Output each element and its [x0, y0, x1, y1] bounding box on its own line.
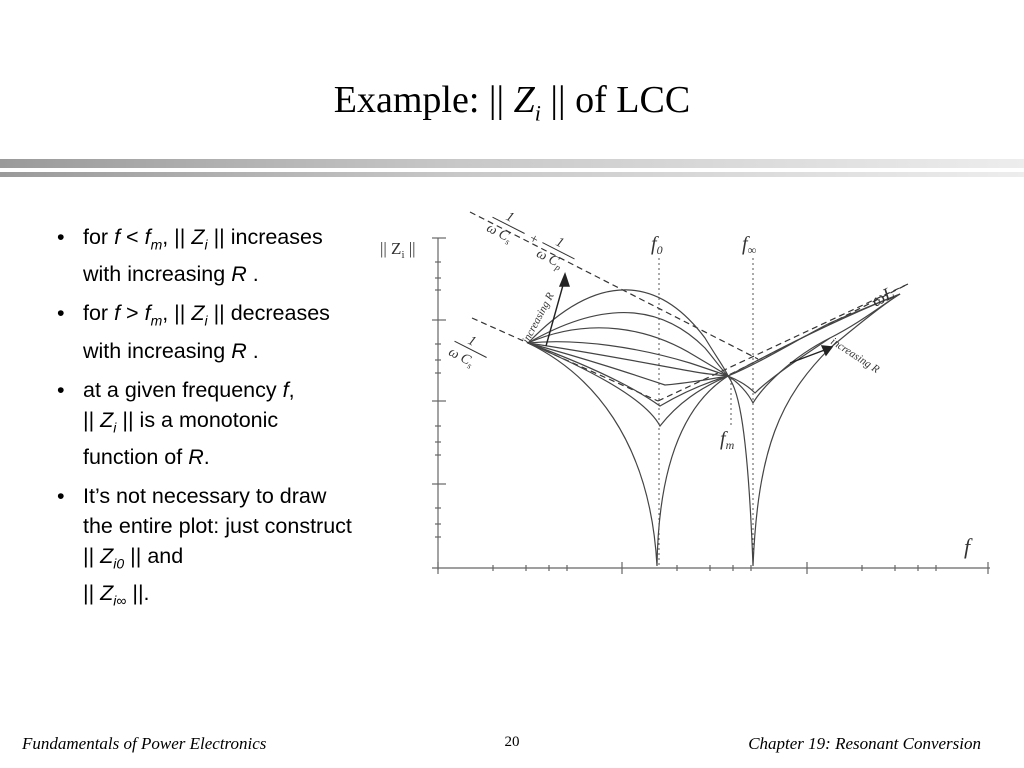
- asymptote-omega-l-lower: [657, 283, 909, 402]
- impedance-curve-r-min: [527, 293, 901, 567]
- bullet-list: • for f < fm, || Zi || increases with in…: [57, 222, 357, 624]
- slide-title: Example: || Zi || of LCC: [0, 78, 1024, 127]
- f0-label: f0: [651, 233, 663, 257]
- bullet-item: • It’s not necessary to draw the entire …: [57, 481, 357, 616]
- impedance-curve: [527, 327, 729, 377]
- arrowhead-icon: [558, 272, 570, 287]
- bullet-dot: •: [57, 377, 65, 402]
- asymptote-cs-cp: [469, 211, 759, 360]
- asymptote-plus: +: [527, 231, 541, 248]
- increasing-r-left-arrow: [545, 277, 566, 347]
- fraction-bar: [542, 242, 575, 260]
- page-number: 20: [504, 734, 520, 750]
- title-subscript: i: [534, 100, 541, 126]
- impedance-curve: [527, 342, 729, 377]
- footer-left: Fundamentals of Power Electronics: [22, 734, 267, 753]
- bullet-text: for f > fm, || Zi || decreases with incr…: [83, 301, 330, 363]
- title-prefix: Example: ||: [333, 79, 505, 121]
- y-axis-label: || Zi ||: [380, 239, 416, 261]
- impedance-curve: [527, 341, 729, 377]
- fm-label: fm: [720, 428, 735, 452]
- bullet-text: at a given frequency f,|| Zi || is a mon…: [83, 377, 295, 469]
- x-axis-label: f: [964, 534, 973, 559]
- title-divider-bottom: [0, 172, 1024, 177]
- arrowhead-icon: [820, 345, 834, 357]
- impedance-curve: [727, 293, 901, 405]
- bullet-dot: •: [57, 301, 65, 326]
- impedance-curve-r-max: [527, 289, 901, 567]
- bullet-dot: •: [57, 483, 65, 508]
- finf-label: f∞: [742, 233, 757, 257]
- asymptote-omega-l-label: ωL: [868, 282, 897, 310]
- bullet-item: • for f < fm, || Zi || increases with in…: [57, 222, 357, 289]
- title-suffix: || of LCC: [550, 79, 691, 121]
- impedance-curve: [527, 311, 729, 377]
- title-variable: Z: [513, 79, 535, 121]
- bullet-dot: •: [57, 225, 65, 249]
- impedance-curve: [727, 337, 831, 394]
- impedance-curve: [527, 342, 729, 407]
- fraction-bar: [454, 340, 487, 358]
- impedance-curve: [527, 342, 729, 386]
- impedance-curve: [527, 342, 729, 428]
- footer-right: Chapter 19: Resonant Conversion: [748, 734, 981, 753]
- bullet-item: • at a given frequency f,|| Zi || is a m…: [57, 375, 357, 472]
- bullet-item: • for f > fm, || Zi || decreases with in…: [57, 298, 357, 365]
- impedance-plot: || Zi || f f0 f∞ fm 1 ω Cs + 1 ω Cp: [380, 209, 990, 574]
- bullet-text: for f < fm, || Zi || increases with incr…: [83, 225, 323, 287]
- bullet-text: It’s not necessary to draw the entire pl…: [83, 483, 352, 609]
- increasing-r-right-label: increasing R: [828, 335, 881, 375]
- asymptote-cs-cp-den2: ω Cp: [533, 246, 565, 273]
- title-divider-top: [0, 159, 1024, 168]
- fraction-bar: [492, 216, 525, 234]
- impedance-curve: [727, 293, 901, 377]
